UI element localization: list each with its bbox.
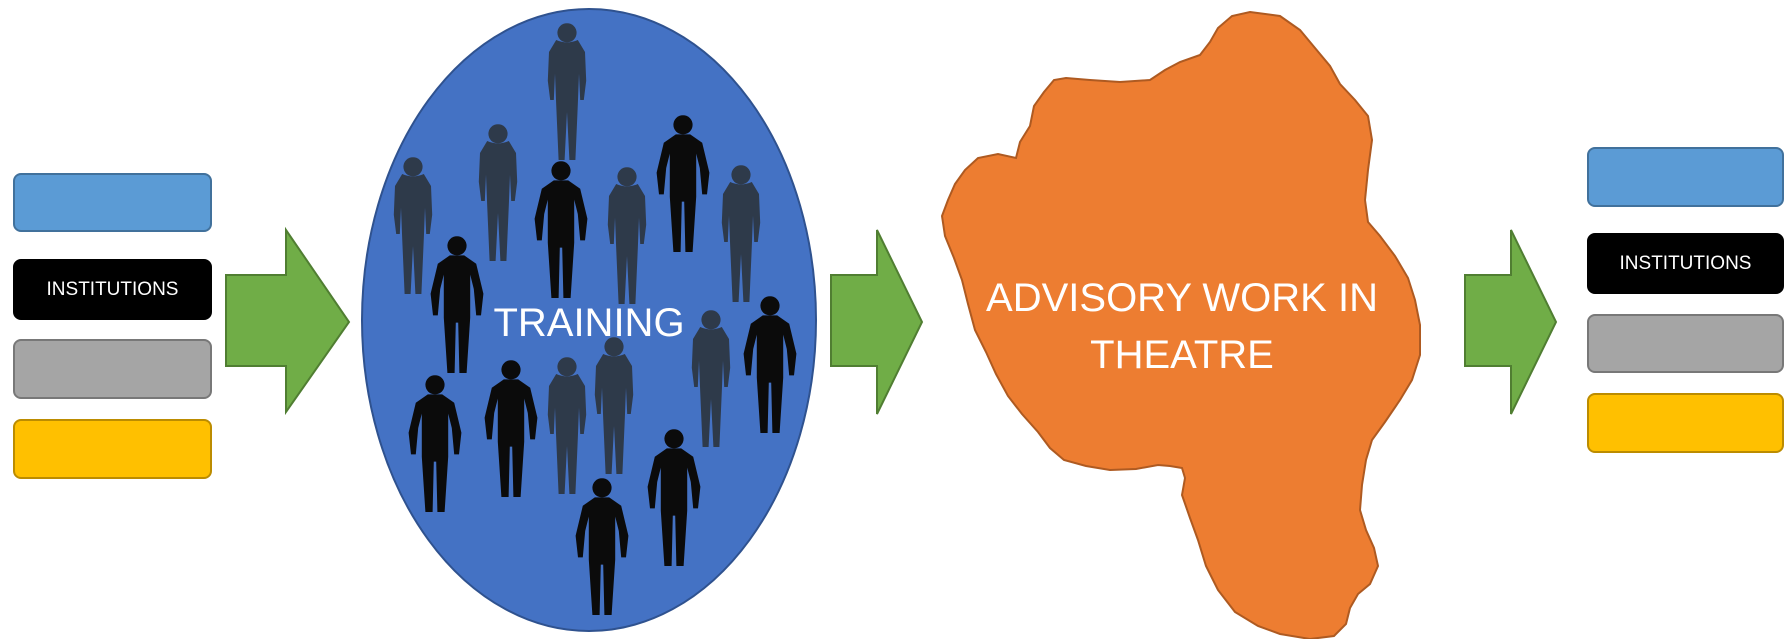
- advisory-label-line2: THEATRE: [1090, 333, 1274, 377]
- advisory-label-line1: ADVISORY WORK IN: [986, 276, 1378, 320]
- right-yellow-bar: [1587, 393, 1784, 453]
- arrow-1-icon: [225, 226, 351, 416]
- right-gray-bar: [1587, 314, 1784, 373]
- arrow-3-icon: [1464, 229, 1558, 415]
- left-institutions-bar: INSTITUTIONS: [13, 259, 212, 320]
- training-label: TRAINING: [493, 301, 684, 345]
- advisory-blob: [940, 10, 1421, 639]
- right-institutions-bar: INSTITUTIONS: [1587, 233, 1784, 294]
- right-blue-bar: [1587, 147, 1784, 207]
- left-yellow-bar: [13, 419, 212, 479]
- arrow-2-icon: [830, 229, 924, 415]
- left-blue-bar: [13, 173, 212, 232]
- left-gray-bar: [13, 339, 212, 399]
